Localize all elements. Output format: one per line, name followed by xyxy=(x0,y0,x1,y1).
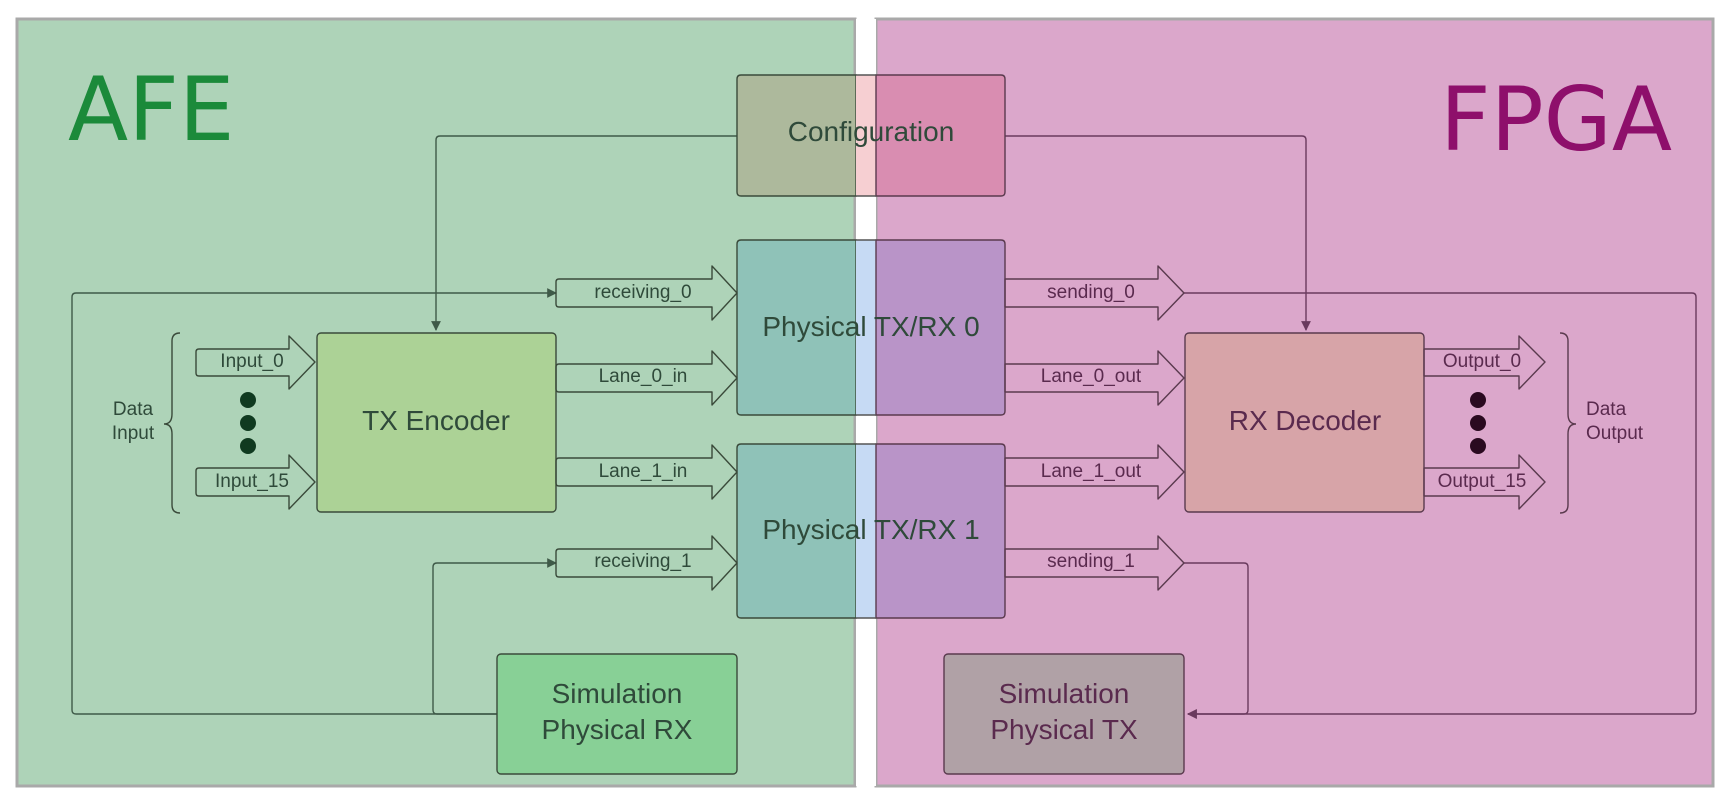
lane-1-out-label: Lane_1_out xyxy=(1041,461,1142,482)
data-input-label-1: Data xyxy=(113,399,154,420)
output-15-label: Output_15 xyxy=(1438,471,1527,492)
data-input-brace xyxy=(163,332,181,514)
lane-0-out-label: Lane_0_out xyxy=(1041,366,1142,387)
data-output-brace xyxy=(1559,332,1577,514)
data-output-label-2: Output xyxy=(1586,423,1644,444)
simulation-physical-tx-label-1: Simulation xyxy=(999,678,1130,709)
rx-decoder-label: RX Decoder xyxy=(1229,405,1382,436)
physical-txrx-1-block: Physical TX/RX 1 xyxy=(736,443,1006,619)
simulation-physical-tx-block: Simulation Physical TX xyxy=(943,653,1185,775)
input-15-arrow xyxy=(195,454,316,510)
connectors-afe xyxy=(71,135,737,715)
afe-title: AFE xyxy=(68,58,234,161)
input-0-arrow xyxy=(195,335,316,390)
fpga-title: FPGA xyxy=(1440,68,1672,171)
configuration-label: Configuration xyxy=(788,116,955,147)
simulation-physical-rx-block: Simulation Physical RX xyxy=(496,653,738,775)
rx-decoder-block: RX Decoder xyxy=(1184,332,1425,513)
physical-txrx-1-label: Physical TX/RX 1 xyxy=(762,514,979,545)
physical-txrx-0-block: Physical TX/RX 0 xyxy=(736,239,1006,416)
output-0-arrow xyxy=(1423,335,1546,390)
connectors-fpga xyxy=(1005,135,1697,719)
sending-1-label: sending_1 xyxy=(1047,551,1135,572)
simulation-physical-rx-label-2: Physical RX xyxy=(542,714,693,745)
sending-0-label: sending_0 xyxy=(1047,282,1135,303)
output-15-arrow xyxy=(1423,454,1546,510)
receiving-0-arrow xyxy=(555,265,738,321)
tx-encoder-label: TX Encoder xyxy=(362,405,510,436)
sending-1-arrow xyxy=(1004,535,1185,591)
lane-1-in-label: Lane_1_in xyxy=(599,461,688,482)
input-ellipsis-dots xyxy=(240,392,256,454)
data-output-label-1: Data xyxy=(1586,399,1627,420)
tx-encoder-block: TX Encoder xyxy=(316,332,557,513)
lane-0-out-arrow xyxy=(1004,350,1185,406)
sending-0-arrow xyxy=(1004,265,1185,321)
input-0-label: Input_0 xyxy=(220,351,283,372)
receiving-0-label: receiving_0 xyxy=(594,282,691,303)
simulation-physical-tx-label-2: Physical TX xyxy=(990,714,1138,745)
output-0-label: Output_0 xyxy=(1443,351,1521,372)
receiving-1-label: receiving_1 xyxy=(594,551,691,572)
lane-1-out-arrow xyxy=(1004,444,1185,500)
output-ellipsis-dots xyxy=(1470,392,1486,454)
simulation-physical-rx-label-1: Simulation xyxy=(552,678,683,709)
receiving-1-arrow xyxy=(555,535,738,591)
configuration-block: Configuration xyxy=(736,74,1006,197)
lane-0-in-arrow xyxy=(555,350,738,406)
lane-1-in-arrow xyxy=(555,444,738,500)
physical-txrx-0-label: Physical TX/RX 0 xyxy=(762,311,979,342)
lane-0-in-label: Lane_0_in xyxy=(599,366,688,387)
data-input-label-2: Input xyxy=(112,423,155,444)
input-15-label: Input_15 xyxy=(215,471,289,492)
